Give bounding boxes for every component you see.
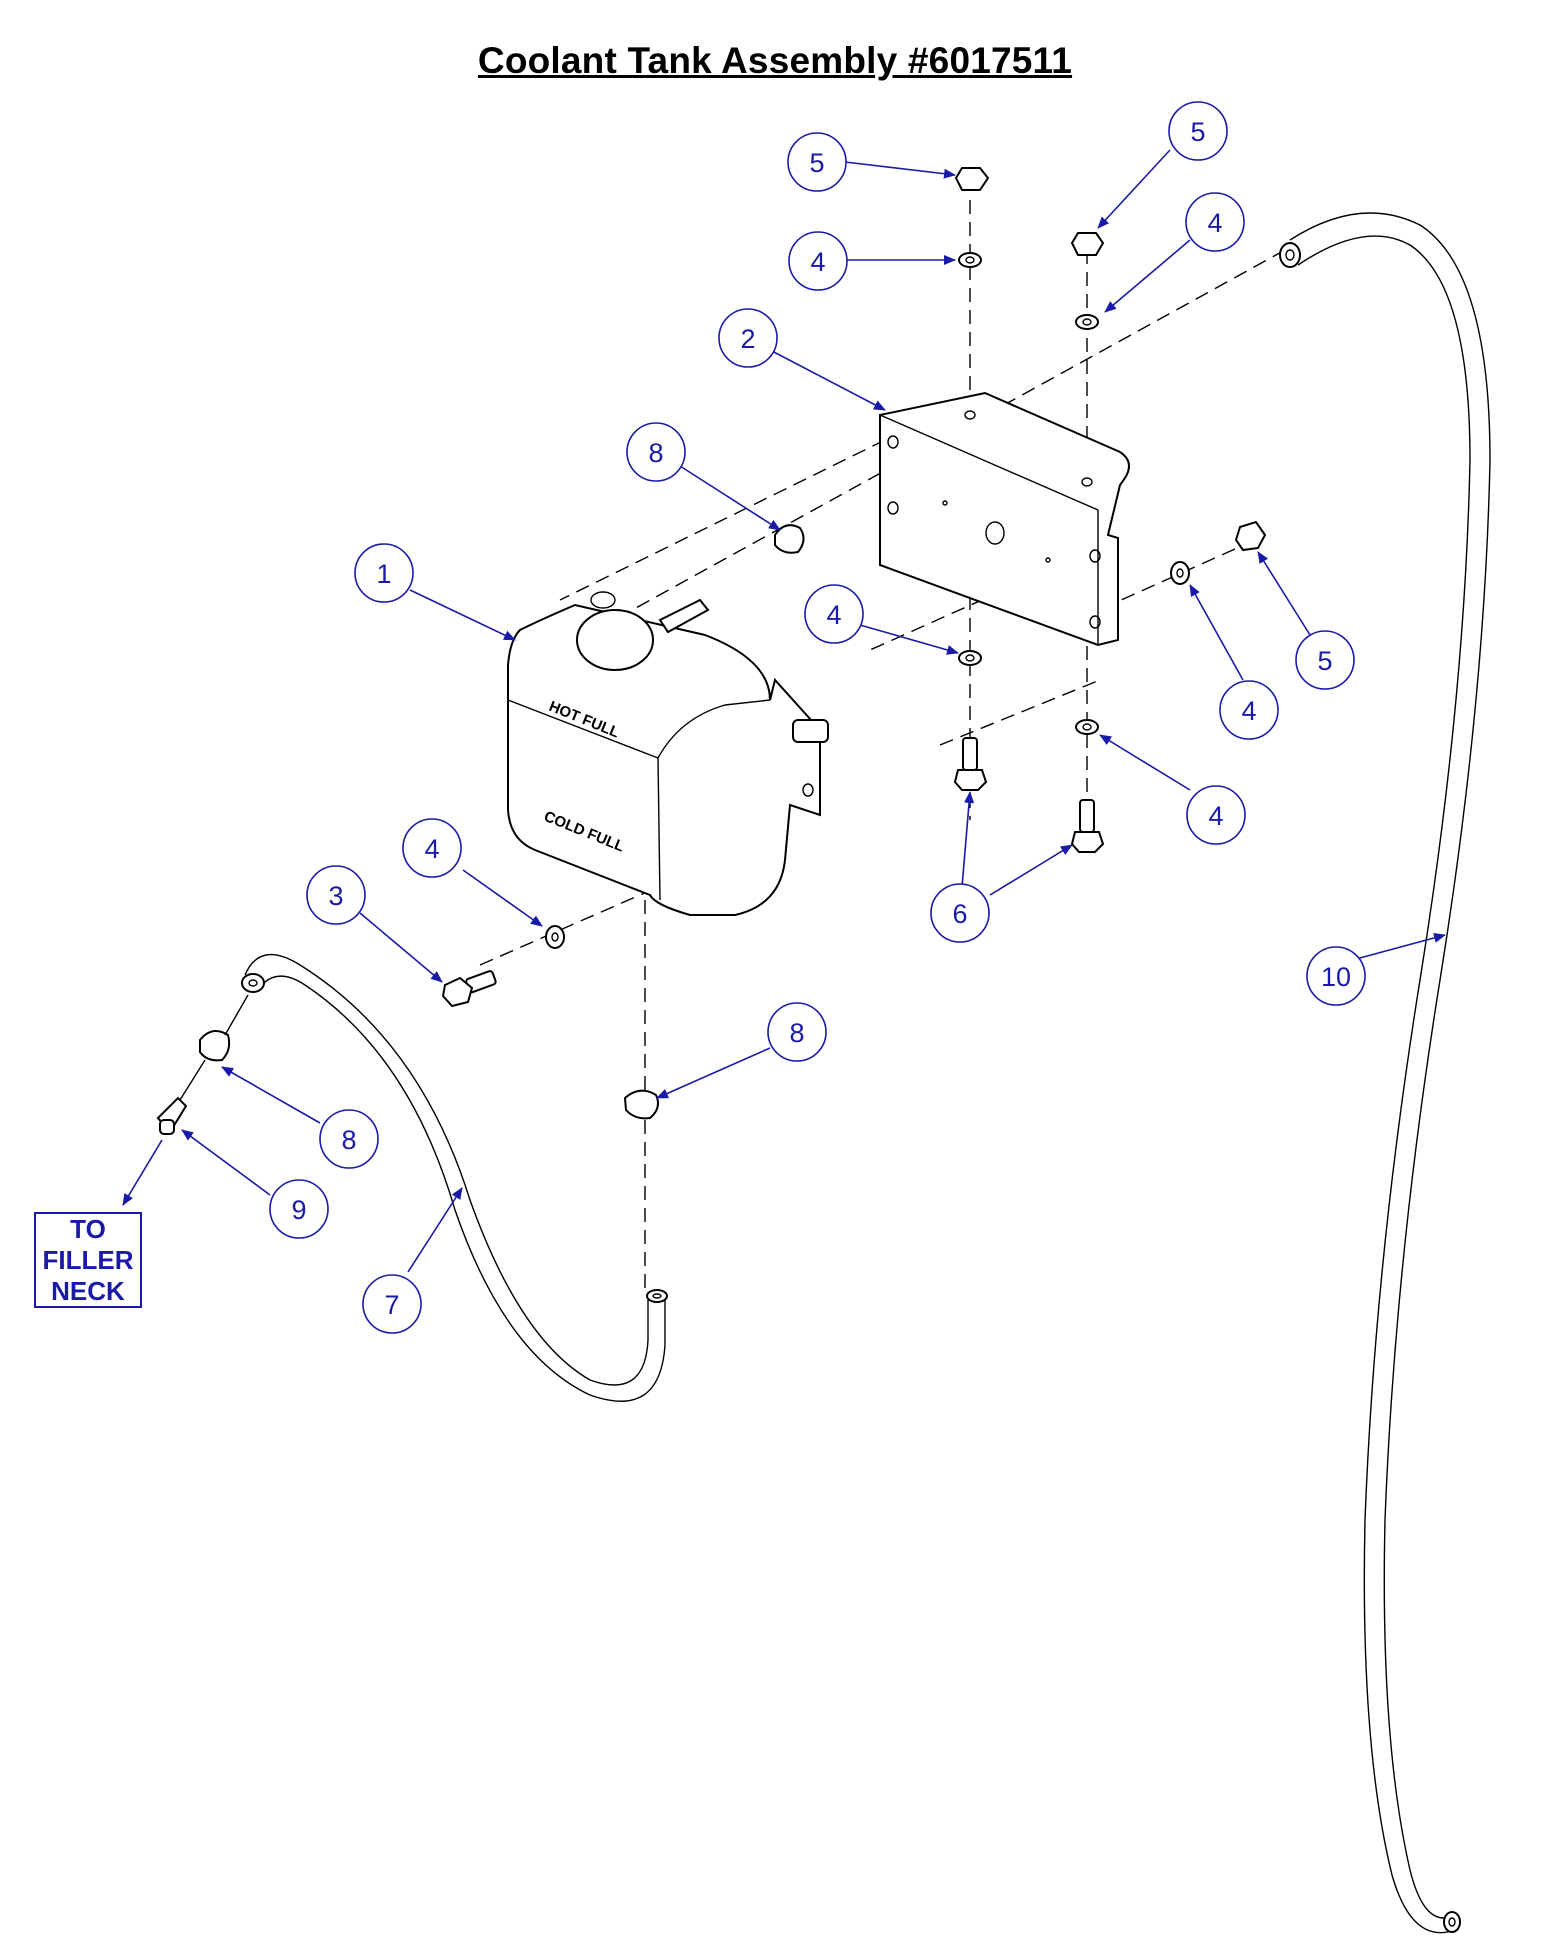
- callout-number: 8: [341, 1125, 356, 1155]
- callout-number: 5: [1317, 646, 1332, 676]
- hoses: [179, 212, 1491, 1934]
- diagram-title: Coolant Tank Assembly #6017511: [477, 40, 1073, 81]
- callout-balloon: 4: [1185, 192, 1245, 252]
- callout-number: 7: [384, 1290, 399, 1320]
- callout-circle: [788, 231, 848, 291]
- callout-circle: [767, 1002, 827, 1062]
- callout-number: 2: [740, 324, 755, 354]
- callout-circle: [402, 818, 462, 878]
- callout-circle: [626, 422, 686, 482]
- callout-number: 1: [376, 559, 391, 589]
- callout-balloon: 3: [306, 865, 366, 925]
- callout-number: 5: [1190, 117, 1205, 147]
- callout-balloon: 4: [788, 231, 848, 291]
- callout-balloon: 6: [930, 883, 990, 943]
- leader-arrows: [122, 149, 1446, 1273]
- callout-circle: [362, 1274, 422, 1334]
- callout-number: 9: [291, 1195, 306, 1225]
- callout-circle: [1306, 946, 1366, 1006]
- callout-number: 8: [648, 438, 663, 468]
- callout-number: 4: [424, 834, 439, 864]
- callout-balloon: 8: [767, 1002, 827, 1062]
- callout-number: 4: [1207, 208, 1222, 238]
- callout-number: 4: [810, 247, 825, 277]
- callout-number: 3: [328, 881, 343, 911]
- coolant-tank: HOT FULL COLD FULL: [507, 591, 829, 916]
- callout-number: 4: [826, 600, 841, 630]
- callout-circle: [306, 865, 366, 925]
- callout-balloon: 7: [362, 1274, 422, 1334]
- callout-circle: [1186, 785, 1246, 845]
- to-filler-neck-note: TO FILLER NECK: [34, 1212, 142, 1308]
- callout-circle: [1185, 192, 1245, 252]
- callout-balloon: 8: [319, 1109, 379, 1169]
- mounting-bracket: [879, 391, 1130, 647]
- callout-balloon: 4: [1219, 680, 1279, 740]
- callout-balloon: 10: [1306, 946, 1366, 1006]
- callout-balloon: 4: [804, 584, 864, 644]
- hardware: [156, 167, 1267, 1135]
- callout-balloon: 5: [787, 132, 847, 192]
- callout-number: 6: [952, 899, 967, 929]
- callout-circle: [930, 883, 990, 943]
- callout-number: 8: [789, 1018, 804, 1048]
- callout-circle: [269, 1179, 329, 1239]
- callout-number: 4: [1208, 801, 1223, 831]
- callout-balloon: 4: [1186, 785, 1246, 845]
- callout-circle: [1168, 101, 1228, 161]
- callout-circle: [718, 308, 778, 368]
- callout-number: 10: [1321, 962, 1351, 992]
- callout-balloon: 9: [269, 1179, 329, 1239]
- callout-balloon: 5: [1295, 630, 1355, 690]
- callout-circle: [1295, 630, 1355, 690]
- callout-balloon: 2: [718, 308, 778, 368]
- callout-number: 4: [1241, 696, 1256, 726]
- callout-circle: [787, 132, 847, 192]
- callout-balloon: 8: [626, 422, 686, 482]
- callout-circle: [804, 584, 864, 644]
- callout-balloon: 4: [402, 818, 462, 878]
- callout-number: 5: [809, 148, 824, 178]
- callout-circle: [1219, 680, 1279, 740]
- callout-balloon: 1: [354, 543, 414, 603]
- callout-balloon: 5: [1168, 101, 1228, 161]
- callout-circle: [354, 543, 414, 603]
- to-filler-neck-text: TO FILLER NECK: [42, 1213, 134, 1306]
- callout-circle: [319, 1109, 379, 1169]
